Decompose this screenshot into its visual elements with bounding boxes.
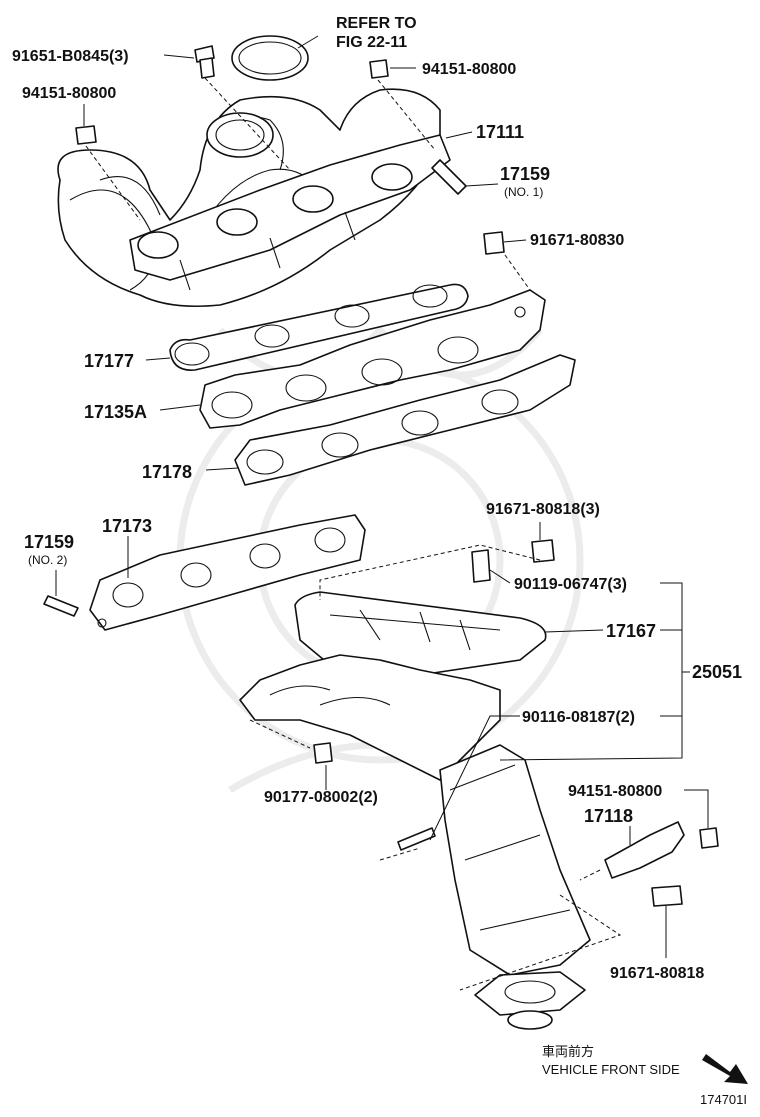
label-94151-80800-low: 94151-80800 [568,783,662,800]
exhaust-manifold-25051 [239,654,591,1030]
front-direction-arrow [702,1054,748,1084]
o-ring-gasket [231,35,309,81]
gasket-17177 [169,283,469,371]
label-90177-08002: 90177-08002(2) [264,789,378,806]
leader-lines [55,35,709,958]
direction-en: VEHICLE FRONT SIDE [542,1062,680,1077]
label-17118: 17118 [584,806,633,826]
label-94151-80800-top: 94151-80800 [422,61,516,78]
label-17173: 17173 [102,516,152,536]
dashed-reference-lines [85,77,622,991]
direction-jp: 車両前方 [542,1044,594,1059]
bracket-17118 [604,821,685,879]
label-17159-no2-sub: (NO. 2) [28,553,67,567]
label-91671-80818-3: 91671-80818(3) [486,501,600,518]
gasket-17178 [234,354,576,486]
label-17178: 17178 [142,462,192,482]
stud-17159-no2 [43,595,79,617]
label-17111: 17111 [476,122,524,142]
label-90116-08187: 90116-08187(2) [522,709,635,726]
refer-line1: REFER TO [336,15,417,32]
figure-id: 174701I [700,1092,747,1107]
hardware [75,45,719,907]
label-91671-80830: 91671-80830 [530,232,624,249]
label-17159-no1: 17159 [500,164,550,184]
label-17159-no2: 17159 [24,532,74,552]
o-ring-gasket-inner [238,41,302,75]
plate-17135a [199,289,546,429]
label-91651-b0845: 91651-B0845(3) [12,48,129,65]
label-91671-80818: 91671-80818 [610,965,704,982]
label-94151-80800-left: 94151-80800 [22,85,116,102]
label-17135a: 17135A [84,402,147,422]
label-25051: 25051 [692,662,742,682]
manifold-17111 [57,88,451,308]
label-17167: 17167 [606,621,656,641]
heat-insulator-17167 [294,591,547,676]
gasket-17173 [89,514,366,631]
label-17159-no1-sub: (NO. 1) [504,185,543,199]
refer-line2: FIG 22-11 [336,34,407,51]
label-90119-06747: 90119-06747(3) [514,576,627,593]
label-17177: 17177 [84,351,134,371]
